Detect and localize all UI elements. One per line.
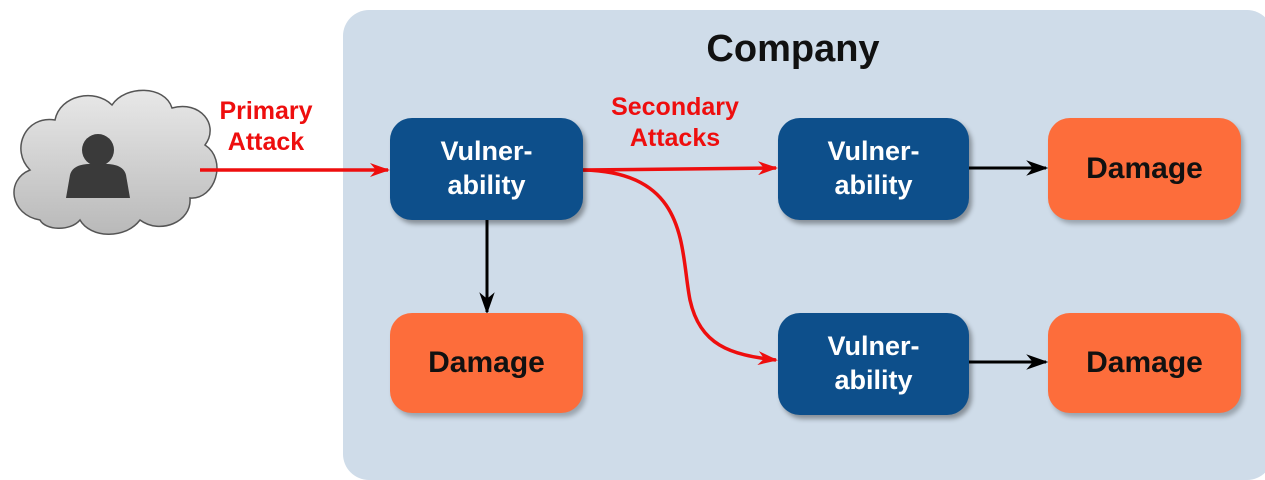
vulnerability-node-main: Vulner- ability (390, 118, 583, 220)
vulnerability-node-top: Vulner- ability (778, 118, 969, 220)
primary-attack-label: Primary Attack (219, 97, 313, 157)
damage-node-bottom: Damage (1048, 313, 1241, 413)
vulnerability-node-bottom: Vulner- ability (778, 313, 969, 415)
damage-node-bottom-label: Damage (1086, 346, 1203, 379)
diagram-connectors (13, 89, 1049, 370)
damage-node-main-label: Damage (428, 346, 545, 379)
attacker-in-cloud-icon (13, 89, 218, 235)
company-title: Company (706, 28, 880, 70)
secondary-attacks-label: Secondary Attacks (611, 93, 739, 153)
vulnerability-node-main-label: Vulner- ability (440, 136, 533, 200)
vulnerability-node-top-label: Vulner- ability (827, 136, 920, 200)
damage-node-top: Damage (1048, 118, 1241, 220)
secondary-attack-arrow-top (582, 161, 778, 176)
damage-node-main: Damage (390, 313, 583, 413)
vulnerability-node-bottom-label: Vulner- ability (827, 331, 920, 395)
secondary-attack-arrow-bottom (582, 168, 778, 366)
damage-node-top-label: Damage (1086, 152, 1203, 185)
